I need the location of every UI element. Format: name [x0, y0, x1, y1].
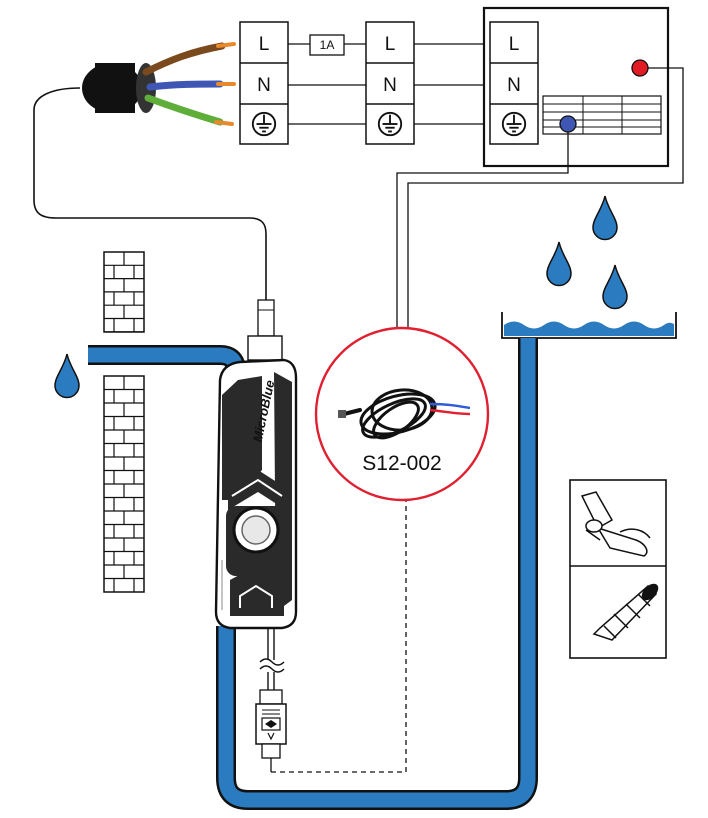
pump-sensor-cable	[255, 628, 287, 772]
terminal-neutral-label: N	[257, 75, 271, 96]
sensor-code-label: S12-002	[362, 452, 441, 475]
terminal-neutral-label: N	[507, 75, 521, 96]
water-drop-icon	[592, 195, 618, 241]
terminal-live-label: L	[385, 34, 396, 55]
terminal-live-label: L	[509, 34, 520, 55]
terminal-live-label: L	[259, 34, 270, 55]
dashed-connection-line	[271, 500, 407, 773]
alarm-terminal-red	[631, 59, 649, 77]
step-adapter-icon	[592, 583, 659, 641]
pump-power-cable	[247, 299, 283, 361]
water-drop-icon	[546, 241, 572, 287]
sensor-cable-icon	[338, 388, 471, 440]
accessories-panel	[569, 479, 667, 659]
indoor-unit-box: L N	[482, 6, 670, 168]
fuse-icon: 1A	[309, 34, 345, 56]
fuse-label: 1A	[320, 38, 335, 52]
water-drop-icon	[54, 353, 80, 399]
alarm-wires	[396, 67, 684, 328]
terminal-block-2: L N	[365, 21, 415, 145]
water-drop-icon	[602, 264, 628, 310]
alarm-terminal-blue	[559, 115, 577, 133]
sensor-cable-callout: S12-002	[314, 326, 490, 502]
terminal-block-1: L N	[239, 21, 289, 145]
pump-icon: MicroBlue	[214, 358, 298, 630]
tube-cutter-icon	[580, 491, 651, 557]
condensate-tray	[501, 312, 677, 339]
mains-cable-icon	[33, 42, 267, 310]
control-board	[542, 95, 662, 135]
terminal-neutral-label: N	[383, 75, 397, 96]
